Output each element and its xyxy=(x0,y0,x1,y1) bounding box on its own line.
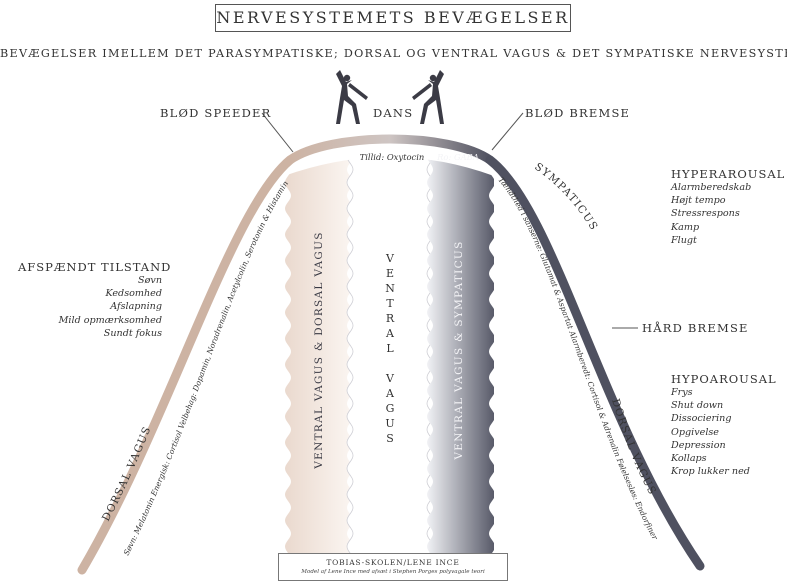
page-title: NERVESYSTEMETS BEVÆGELSER xyxy=(215,4,571,32)
afspaendt-item: Kedsomhed xyxy=(105,288,162,300)
center-letter: V xyxy=(385,252,395,265)
hyperarousal-item: Flugt xyxy=(671,234,697,246)
afspaendt-item: Afslapning xyxy=(110,301,162,313)
center-letter: A xyxy=(385,327,395,340)
hypoarousal-item: Frys xyxy=(671,387,693,398)
center-letter: T xyxy=(386,297,394,310)
center-letter: R xyxy=(386,312,395,325)
hyperarousal-item: Alarmberedskab xyxy=(671,182,752,193)
center-letter: U xyxy=(385,417,394,430)
curve-text-right: Tændthed i sanserne: Glutamat & Aspartat… xyxy=(496,175,659,541)
hyperarousal-heading: HYPERAROUSAL xyxy=(671,167,786,181)
afspaendt-item: Søvn xyxy=(138,275,162,286)
hypoarousal-item: Dissociering xyxy=(671,413,732,425)
afspaendt-item: Mild opmærksomhed xyxy=(58,314,162,326)
center-letter: E xyxy=(386,267,394,280)
footer-line-2: Model af Lene Ince med afsæt i Stephen P… xyxy=(301,569,485,575)
afspaendt-item: Sundt fokus xyxy=(103,327,162,339)
hypoarousal-item: Krop lukker ned xyxy=(671,466,750,478)
connector-line-bremse xyxy=(491,112,524,151)
connector-line-speeder xyxy=(261,112,294,153)
hyperarousal-item: Højt tempo xyxy=(671,195,726,207)
columns-group xyxy=(285,157,494,560)
hypoarousal-item: Shut down xyxy=(671,400,724,412)
hypoarousal-item: Opgivelse xyxy=(671,426,719,438)
hyperarousal-item: Kamp xyxy=(671,221,700,233)
dancers-icon xyxy=(336,70,444,124)
blod-bremse-label: BLØD BREMSE xyxy=(525,106,631,120)
dans-label: DANS xyxy=(373,106,414,120)
center-letter: S xyxy=(386,432,394,445)
center-letter: A xyxy=(385,387,395,400)
center-letter: N xyxy=(385,282,395,295)
center-letter: G xyxy=(386,402,395,415)
column-right xyxy=(427,157,494,560)
hard-bremse-label: HÅRD BREMSE xyxy=(642,321,749,335)
afspaendt-heading: AFSPÆNDT TILSTAND xyxy=(18,260,172,274)
curve-top xyxy=(287,134,493,164)
tillid-oxytocin-label: Tillid: Oxytocin xyxy=(360,152,425,162)
curve-dorsal-left xyxy=(77,155,295,575)
footer-line-1: TOBIAS-SKOLEN/LENE INCE xyxy=(326,558,460,567)
center-letter: V xyxy=(385,372,395,385)
column-left xyxy=(285,157,353,560)
curve-sympaticus-right xyxy=(485,155,705,571)
hypoarousal-item: Depression xyxy=(671,439,726,451)
column-center xyxy=(346,157,434,560)
curve-text-left: Søvn: Melatonin Energisk: Cortisol Velbe… xyxy=(122,179,290,557)
column-right-text: VENTRAL VAGUS & SYMPATICUS xyxy=(453,240,465,460)
ro-gaba-label: Ro: GABA xyxy=(436,152,479,162)
hypoarousal-item: Kollaps xyxy=(671,453,707,465)
blod-speeder-label: BLØD SPEEDER xyxy=(160,106,272,120)
subtitle: BEVÆGELSER IMELLEM DET PARASYMPATISKE; D… xyxy=(0,47,787,60)
hypoarousal-heading: HYPOAROUSAL xyxy=(671,372,777,386)
hyperarousal-item: Stressrespons xyxy=(671,208,740,220)
center-letter: L xyxy=(386,342,394,355)
sympaticus-label: SYMPATICUS xyxy=(532,161,600,234)
footer-credit: TOBIAS-SKOLEN/LENE INCE Model af Lene In… xyxy=(278,553,508,581)
column-left-text: VENTRAL VAGUS & DORSAL VAGUS xyxy=(313,231,325,469)
